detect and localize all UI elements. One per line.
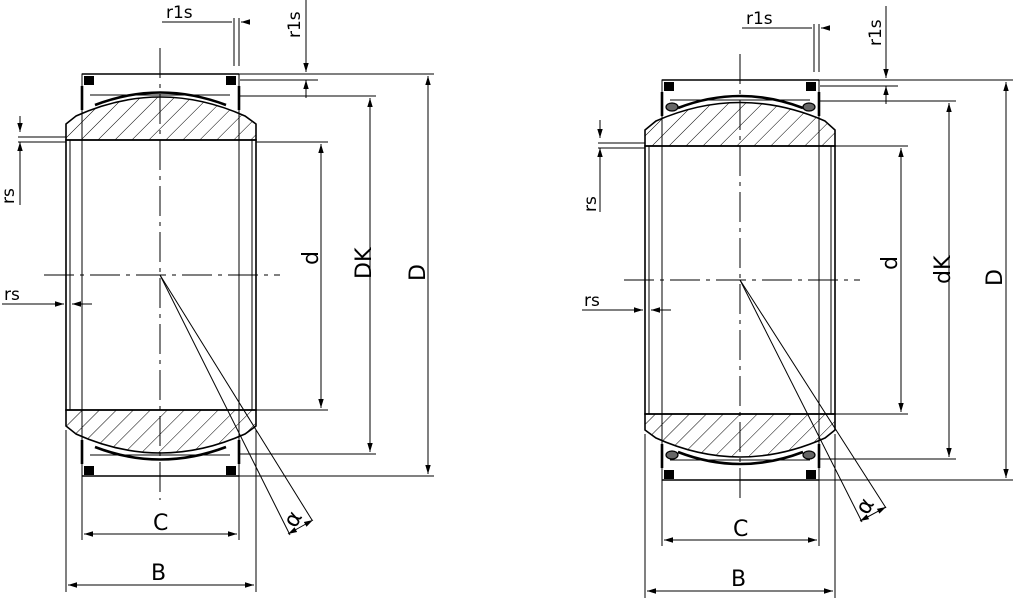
left-B-label: B bbox=[151, 561, 166, 586]
right-bearing: α r1s r1s rs rs d dK bbox=[581, 6, 1013, 598]
left-d-label: d bbox=[299, 251, 324, 265]
right-outer-race-top bbox=[677, 94, 804, 110]
right-B-label: B bbox=[731, 567, 746, 592]
left-outer-race-bottom bbox=[94, 445, 227, 461]
left-outer-race-top bbox=[94, 91, 227, 107]
right-rs-lower-label: rs bbox=[584, 291, 600, 311]
right-outer-race-bottom bbox=[677, 450, 804, 466]
left-DK-label: DK bbox=[352, 247, 377, 279]
left-rs-lower-label: rs bbox=[4, 285, 20, 305]
right-D-label: D bbox=[983, 269, 1008, 286]
left-rs-upper-label: rs bbox=[0, 188, 19, 204]
left-r1s-side-label: r1s bbox=[285, 11, 305, 38]
right-r1s-top-label: r1s bbox=[746, 9, 773, 29]
left-inner-ring-bottom bbox=[65, 409, 257, 454]
right-C-label: C bbox=[733, 517, 748, 542]
right-dK-label: dK bbox=[931, 255, 956, 284]
right-r1s-side-label: r1s bbox=[866, 19, 886, 46]
left-inner-ring-top bbox=[65, 96, 257, 141]
left-bearing: α r1s r1s rs rs d DK bbox=[0, 0, 434, 592]
right-alpha-label: α bbox=[851, 494, 880, 519]
left-alpha-label: α bbox=[279, 507, 308, 532]
right-d-label: d bbox=[878, 256, 903, 270]
left-r1s-top-label: r1s bbox=[166, 3, 193, 23]
left-D-label: D bbox=[406, 264, 431, 281]
right-rs-upper-label: rs bbox=[581, 196, 601, 212]
left-C-label: C bbox=[153, 511, 168, 536]
